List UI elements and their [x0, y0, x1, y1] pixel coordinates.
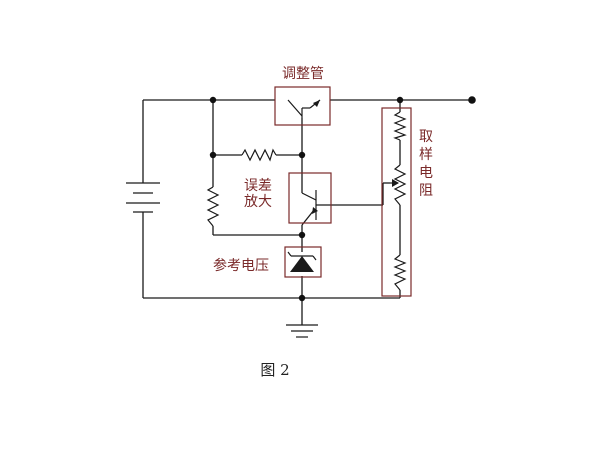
figure-caption: 图 2: [260, 361, 289, 379]
regulator-label: 调整管: [282, 66, 324, 82]
junction-dots: [209, 96, 476, 302]
battery-symbol: [126, 182, 160, 213]
output-terminal: [468, 96, 476, 104]
bias-resistor: [206, 186, 220, 227]
regulator-transistor: [274, 86, 331, 126]
sampling-label-char3: 电: [419, 165, 433, 181]
error-amp-transistor: [288, 172, 332, 224]
zener-diode: [284, 246, 322, 278]
sampling-label-char2: 样: [419, 147, 433, 163]
error-amp-label-line2: 放大: [244, 194, 272, 210]
wires: [142, 99, 472, 325]
feedback-resistor: [241, 148, 277, 162]
ground-symbol: [286, 324, 318, 338]
sampling-label-char1: 取: [419, 129, 433, 145]
sampling-label-char4: 阻: [419, 183, 433, 199]
sampling-resistor-network: [381, 107, 412, 297]
error-amp-label-line1: 误差: [244, 178, 272, 194]
reference-label: 参考电压: [213, 257, 269, 274]
